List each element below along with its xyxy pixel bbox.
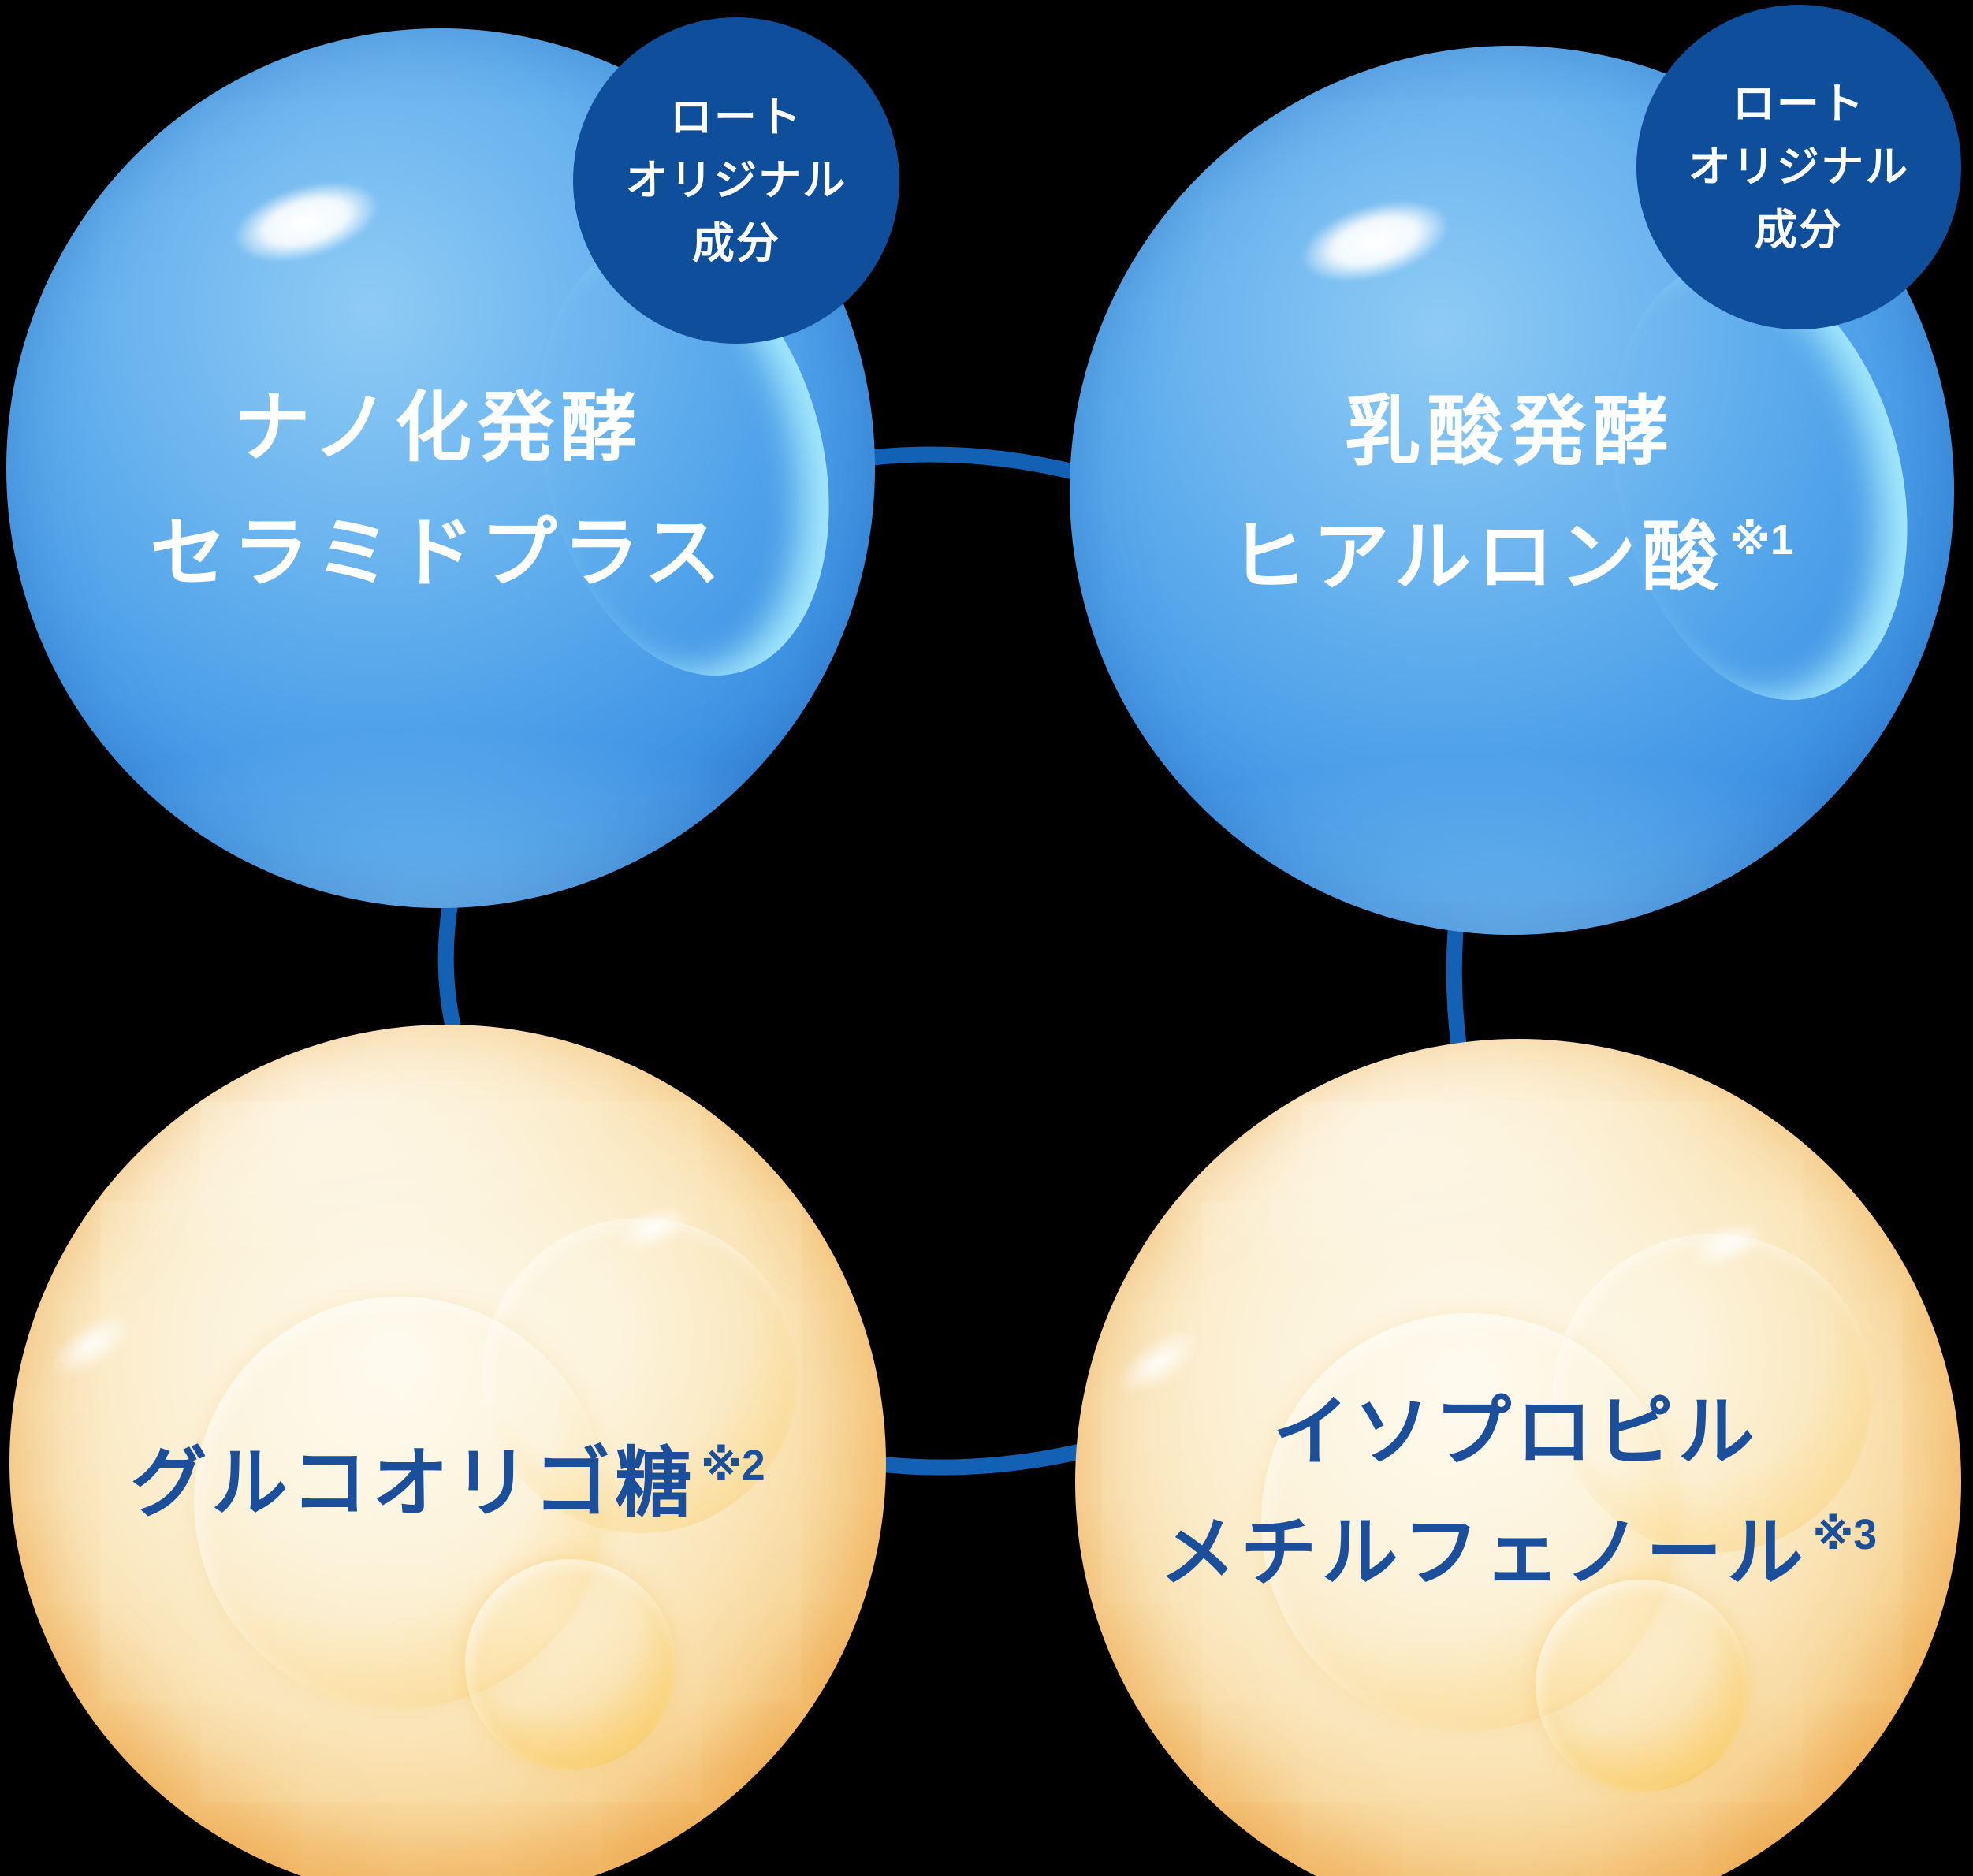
footnote-marker: ※2	[701, 1442, 765, 1490]
badge-line: ロート	[1732, 80, 1866, 128]
label-line: セラミドプラス	[150, 509, 727, 596]
bubble-label: 乳酸発酵 ヒアルロン酸※1	[1070, 46, 1954, 935]
footnote-marker: ※3	[1812, 1512, 1878, 1559]
bubble-label: イソプロピル メチルフェノール※3	[1075, 1039, 1961, 1876]
rohto-original-ingredient-badge: ロート オリジナル 成分	[1636, 5, 1961, 329]
badge-line: オリジナル	[625, 157, 847, 204]
footnote-marker: ※1	[1729, 516, 1794, 564]
label-line: イソプロピル	[1272, 1388, 1759, 1475]
bubble-label: グルコオリゴ糖※2	[9, 1025, 886, 1876]
bubble-label: ナノ化発酵 セラミドプラス	[6, 28, 875, 908]
badge-line: 成分	[1754, 207, 1844, 254]
label-line: グルコオリゴ糖※2	[130, 1439, 765, 1526]
badge-line: オリジナル	[1688, 143, 1910, 191]
label-line: メチルフェノール※3	[1159, 1509, 1878, 1595]
badge-line: 成分	[691, 220, 781, 267]
inner-droplet-medium	[1553, 1234, 1873, 1553]
label-line: ナノ化発酵	[233, 384, 643, 471]
bubble-gluco-oligosaccharide: グルコオリゴ糖※2	[9, 1025, 886, 1876]
connector-left	[437, 893, 462, 1033]
inner-droplet-medium	[482, 1217, 799, 1533]
label-line: 乳酸発酵	[1344, 389, 1675, 475]
inner-droplet-small	[1536, 1579, 1749, 1792]
badge-line: ロート	[669, 94, 803, 141]
inner-droplet-small	[465, 1559, 676, 1770]
bubble-isopropyl-methylphenol: イソプロピル メチルフェノール※3	[1075, 1039, 1961, 1876]
bubble-lactic-fermented-hyaluronic-acid: 乳酸発酵 ヒアルロン酸※1	[1070, 46, 1954, 935]
rohto-original-ingredient-badge: ロート オリジナル 成分	[573, 17, 899, 344]
label-line: ヒアルロン酸※1	[1230, 514, 1794, 600]
